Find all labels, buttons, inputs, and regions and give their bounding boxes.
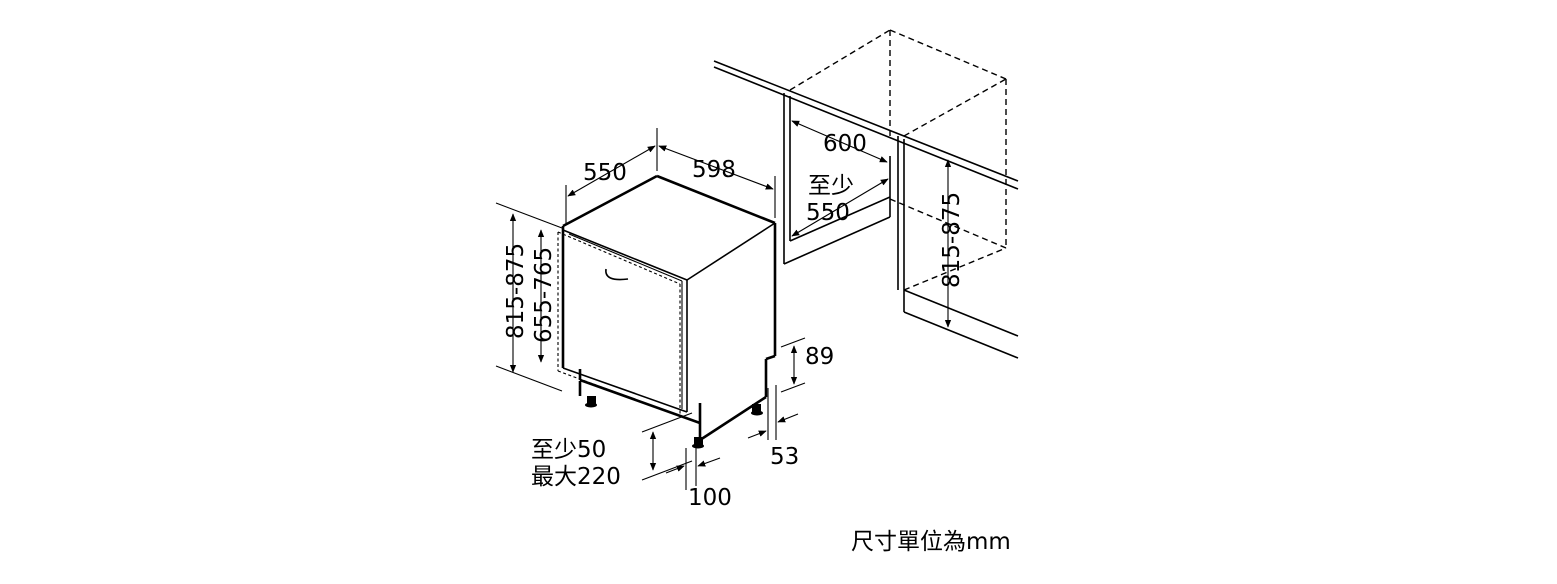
unit-note: 尺寸單位為mm: [851, 529, 1011, 555]
appliance-depth-label: 550: [583, 160, 627, 186]
niche-width-label: 600: [823, 131, 867, 157]
door-gap-min-label: 至少50: [531, 437, 606, 463]
appliance-height-label: 815-875: [503, 243, 529, 339]
dishwasher-outline: [557, 174, 777, 449]
plinth-offset-label: 100: [688, 485, 732, 511]
plinth-setback-label: 53: [770, 444, 799, 470]
dimension-lines: [495, 120, 952, 490]
niche-height-label: 815-875: [939, 192, 965, 288]
door-gap-max-label: 最大220: [531, 464, 621, 490]
plinth-height-label: 89: [805, 344, 834, 370]
appliance-width-label: 598: [692, 157, 736, 183]
panel-height-label: 655-765: [531, 247, 557, 343]
niche-depth-prefix-label: 至少: [808, 173, 854, 199]
cabinet-niche: [713, 29, 1019, 359]
niche-depth-label: 550: [806, 200, 850, 226]
